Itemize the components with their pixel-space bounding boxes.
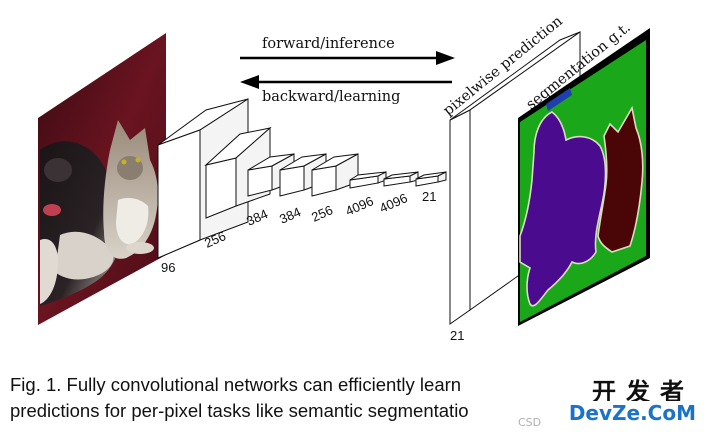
watermark-source: CSD	[518, 416, 542, 429]
backward-label: backward/learning	[262, 89, 400, 105]
direction-arrows: forward/inference backward/learning	[240, 36, 455, 105]
input-photo	[38, 33, 166, 325]
seg-dog	[519, 111, 607, 307]
seg-cat	[597, 105, 644, 253]
figure-caption: Fig. 1. Fully convolutional networks can…	[10, 372, 570, 424]
conv-block-256-b	[311, 153, 359, 197]
watermark-bottom: DevZe.CoM	[568, 401, 696, 425]
watermark: 开发者 DevZe.CoM CSD	[518, 372, 704, 432]
forward-label: forward/inference	[262, 36, 395, 52]
layer-label-96: 96	[161, 260, 175, 275]
caption-line-1: Fig. 1. Fully convolutional networks can…	[10, 374, 462, 395]
layer-label-384-b: 384	[277, 204, 303, 227]
seg-marker	[546, 88, 572, 111]
conv-layers	[157, 31, 581, 325]
fc-block-4096-b	[383, 171, 419, 187]
backward-arrowhead-icon	[240, 75, 259, 89]
layer-label-4096-a: 4096	[343, 193, 376, 218]
forward-arrowhead-icon	[436, 51, 455, 65]
caption-line-2: predictions for per-pixel tasks like sem…	[10, 400, 469, 421]
fc-block-4096-a	[349, 171, 387, 189]
layer-label-4096-b: 4096	[377, 190, 410, 215]
output-depth-label: 21	[450, 328, 464, 343]
segmentation-map	[518, 28, 650, 326]
layer-label-256-b: 256	[309, 202, 335, 225]
layer-label-21: 21	[422, 189, 436, 204]
fc-block-21	[415, 171, 447, 187]
